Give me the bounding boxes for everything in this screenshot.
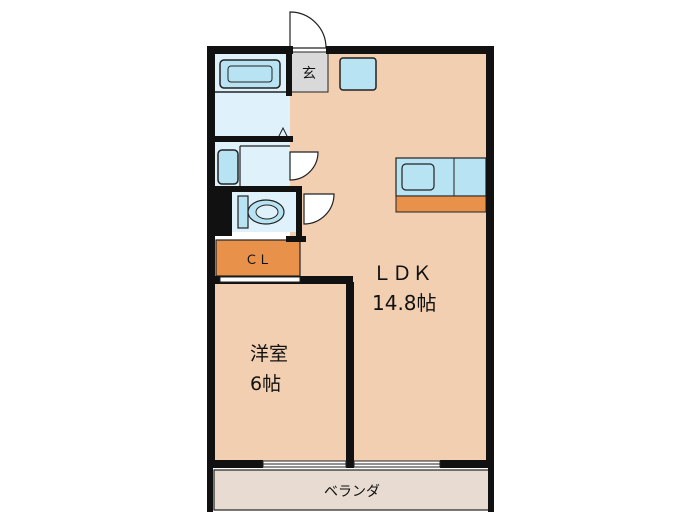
entrance-label: 玄 xyxy=(302,65,316,82)
kitchen-sink-icon xyxy=(401,163,435,191)
toilet-tank xyxy=(237,195,249,229)
ldk-name: ＬＤＫ xyxy=(372,261,432,285)
entrance-door-icon xyxy=(289,11,327,49)
wash-basin-icon xyxy=(217,149,239,185)
balcony-label: ベランダ xyxy=(324,484,380,500)
kitchen-backsplash xyxy=(395,195,487,213)
dark-wall-block xyxy=(212,186,232,236)
ldk-size: 14.8帖 xyxy=(372,291,437,315)
washroom-door-icon xyxy=(289,151,319,181)
western-room-floor xyxy=(212,282,348,462)
entrance-floor xyxy=(289,51,329,93)
closet-label: ＣＬ xyxy=(245,253,271,268)
windows xyxy=(219,276,441,468)
closet xyxy=(215,239,301,277)
western-room-name: 洋室 xyxy=(250,343,288,365)
western-room-size: 6帖 xyxy=(250,373,281,395)
toilet-door-icon xyxy=(303,193,335,225)
storage-box-icon xyxy=(339,57,377,91)
